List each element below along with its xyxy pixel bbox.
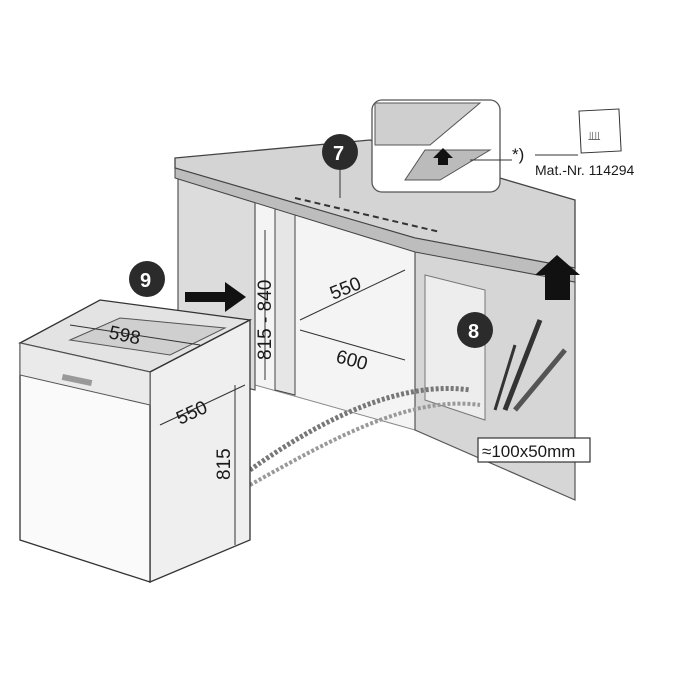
countertop-front-edge: [174, 167, 576, 283]
connector-cable: [493, 344, 517, 411]
push-in-arrow-icon: [185, 282, 246, 312]
drain-hose: [248, 386, 471, 473]
dim-line-niche-width: [299, 329, 406, 361]
accessory-bag-icon: [578, 108, 622, 154]
niche-left-panel: [274, 194, 296, 396]
screws-icon: ⫫⫫: [588, 129, 600, 143]
right-cabinet-side: [424, 274, 486, 421]
callout-7: 7: [322, 134, 358, 170]
opening-size-box: [477, 437, 591, 463]
dishwasher-handle[interactable]: [61, 373, 93, 387]
callout-8: 8: [457, 312, 493, 348]
water-hose: [249, 401, 481, 487]
detail-arrow-icon: [433, 148, 453, 165]
dim-line-appliance-depth: [159, 384, 246, 426]
mounting-bracket-dashed: [294, 197, 441, 233]
opening-size-label: ≈100x50mm: [482, 442, 575, 461]
connector-hose-2: [513, 348, 567, 412]
callout-9: 9: [129, 261, 165, 297]
appliance-height-label: 815: [214, 448, 235, 480]
dishwasher-control-panel: [19, 342, 151, 406]
niche-height-label: 815 - 840: [255, 280, 276, 360]
svg-text:8: 8: [468, 321, 479, 343]
svg-text:9: 9: [140, 270, 151, 292]
detail-countertop: [374, 102, 482, 146]
material-number: Mat.-Nr. 114294: [535, 162, 635, 178]
lift-up-arrow-icon: [535, 255, 580, 300]
connector-hose-1: [502, 319, 543, 411]
dim-line-niche-depth: [299, 269, 406, 321]
dim-line-appliance-width: [69, 324, 201, 346]
svg-text:7: 7: [333, 143, 344, 165]
footnote-mark: *): [512, 145, 524, 164]
